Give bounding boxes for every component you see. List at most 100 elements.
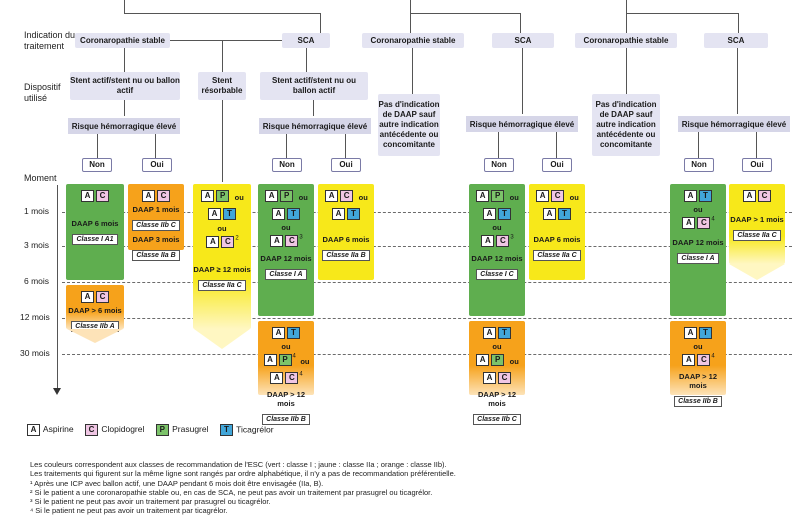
connector [698, 132, 699, 158]
yes-label: Oui [331, 158, 361, 172]
indication-stable-3: Coronaropathie stable [575, 33, 677, 48]
or-text: ou [300, 357, 310, 366]
or-text: ou [693, 342, 703, 351]
or-text: ou [693, 205, 703, 214]
bar-text: DAAP > 6 mois [68, 306, 122, 315]
top-connector [320, 13, 321, 33]
connector [222, 40, 223, 72]
aspirin-icon: A [263, 353, 277, 366]
class-label: Classe IIb B [674, 396, 722, 407]
bar-text: DAAP 1 mois [132, 205, 180, 214]
aspirin-icon: A [208, 207, 221, 220]
label-moment: Moment [24, 173, 57, 183]
risk-box-1: Risque hémorragique élevé [68, 118, 180, 134]
clopidogrel-icon: C [697, 353, 711, 366]
aspirin-icon: A [684, 326, 697, 339]
top-connector [410, 13, 520, 14]
gridline [62, 318, 792, 319]
connector [222, 100, 223, 182]
bar-text: DAAP 3 mois [132, 235, 180, 244]
clopidogrel-icon: C [96, 189, 109, 202]
aspirin-icon: A [476, 189, 490, 202]
ticagrelor-icon: T [347, 207, 360, 220]
ticagrelor-icon: T [498, 326, 511, 339]
connector [626, 48, 627, 94]
or-text: ou [569, 193, 579, 202]
connector [345, 134, 346, 158]
connector [556, 132, 557, 158]
label-indication: Indication du traitement [24, 30, 76, 51]
aspirin-icon: A [142, 189, 155, 202]
indication-stable-2: Coronaropathie stable [362, 33, 464, 48]
indication-sca-1: SCA [282, 33, 330, 48]
note-1: ¹ Après une ICP avec ballon actif, une D… [30, 479, 324, 488]
timeline-12-mois: 12 mois [20, 312, 50, 322]
bar-text: DAAP 6 mois [322, 235, 370, 244]
bar-text: DAAP 12 mois [260, 254, 312, 263]
ticagrelor-icon: T [699, 189, 712, 202]
top-connector [124, 0, 125, 14]
aspirin-icon: A [201, 189, 215, 202]
yes-label: Oui [542, 158, 572, 172]
legend-clopidogrel: Clopidogrel [101, 424, 145, 435]
clopidogrel-icon: C [496, 234, 510, 247]
connector [756, 132, 757, 158]
aspirin-icon: A [483, 371, 496, 384]
clopidogrel-icon: C [697, 216, 711, 229]
ticagrelor-icon: T [558, 207, 571, 220]
no-label: Non [684, 158, 714, 172]
risk-box-3: Risque hémorragique élevé [466, 116, 578, 132]
risk-box-2: Risque hémorragique élevé [259, 118, 371, 134]
aspirin-icon: A [332, 207, 345, 220]
aspirin-icon: A [743, 189, 756, 202]
aspirin-icon: A [272, 207, 285, 220]
top-connector [738, 13, 739, 33]
bar-text: DAAP 6 mois [71, 219, 119, 228]
or-text: ou [492, 223, 502, 232]
or-text: ou [281, 223, 291, 232]
ticagrelor-icon: T [498, 207, 511, 220]
or-text: ou [298, 193, 308, 202]
bar-text: DAAP > 12 mois [678, 372, 717, 390]
connector [522, 48, 523, 114]
no-label: Non [82, 158, 112, 172]
top-connector [626, 0, 627, 33]
gridline [62, 246, 792, 247]
device-stent-resorbable: Stent résorbable [198, 72, 246, 100]
device-no-daap-1: Pas d'indication de DAAP sauf autre indi… [378, 94, 440, 156]
gridline [62, 212, 792, 213]
aspirin-icon: A [476, 353, 490, 366]
ticagrelor-icon: T [219, 424, 233, 436]
class-label: Classe I A [265, 269, 307, 280]
prasugrel-icon: P [216, 189, 230, 202]
device-stent-actif-2: Stent actif/stent nu ou ballon actif [260, 72, 368, 100]
class-label: Classe IIb C [132, 220, 180, 231]
aspirin-icon: A [206, 235, 220, 248]
class-label: Classe IIa C [533, 250, 581, 261]
class-label: Classe I C [476, 269, 518, 280]
ticagrelor-icon: T [223, 207, 236, 220]
or-text: ou [509, 193, 519, 202]
yes-label: Oui [742, 158, 772, 172]
bar-text: DAAP > 12 mois [477, 390, 516, 408]
note-2: ² Si le patient a une coronaropathie sta… [30, 488, 433, 497]
aspirin-icon: A [270, 234, 284, 247]
timeline-axis [57, 185, 58, 390]
connector [97, 134, 98, 158]
or-text: ou [217, 224, 227, 233]
indication-sca-3: SCA [704, 33, 768, 48]
prasugrel-icon: P [491, 189, 505, 202]
connector [498, 132, 499, 158]
prasugrel-icon: P [280, 189, 294, 202]
bar-text: DAAP > 1 mois [730, 215, 784, 224]
indication-stable-1: Coronaropathie stable [75, 33, 170, 48]
timeline-6-mois: 6 mois [24, 276, 50, 286]
note-3: ³ Si le patient ne peut pas avoir un tra… [30, 497, 271, 506]
